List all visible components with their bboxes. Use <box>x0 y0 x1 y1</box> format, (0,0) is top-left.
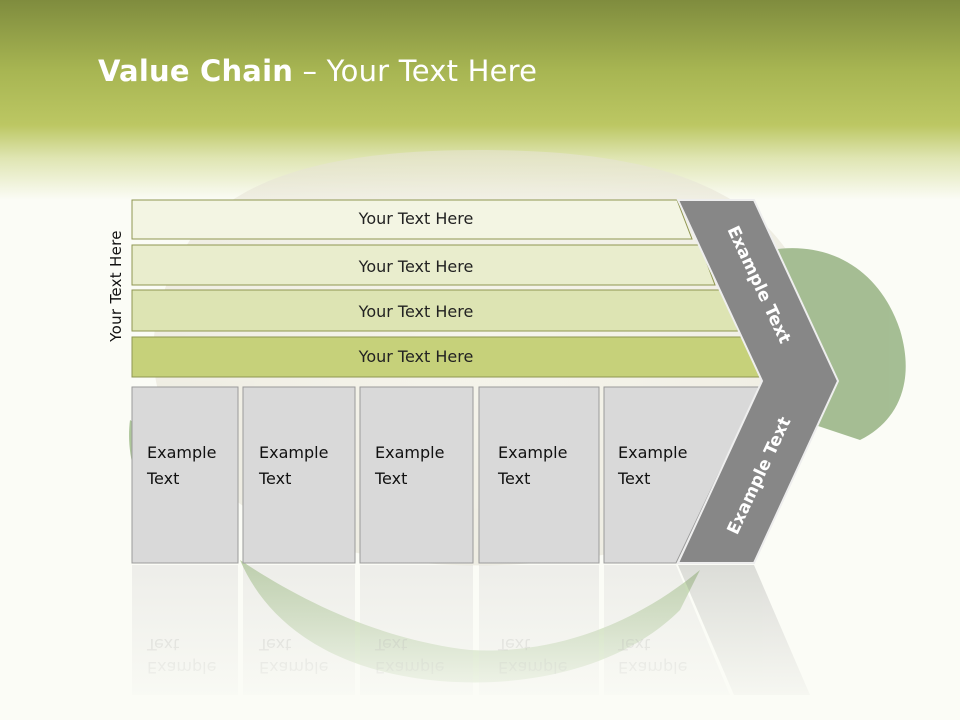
primary-box-line1: Example <box>498 443 567 462</box>
support-row-label: Your Text Here <box>358 347 474 366</box>
primary-box-shape <box>359 386 474 564</box>
support-row-label: Your Text Here <box>358 302 474 321</box>
primary-box-line2: Text <box>374 469 407 488</box>
title-bold: Value Chain <box>98 54 294 88</box>
primary-box-line1: Example <box>618 443 687 462</box>
primary-box: Example Text <box>603 386 761 564</box>
support-row-shape <box>131 199 693 240</box>
reflection-fade <box>0 560 960 720</box>
primary-box-line2: Text <box>617 469 650 488</box>
primary-box-line1: Example <box>375 443 444 462</box>
primary-box-line2: Text <box>146 469 179 488</box>
primary-box: Example Text <box>478 386 600 564</box>
primary-box-line1: Example <box>147 443 216 462</box>
support-row: Your Text Here <box>131 199 693 240</box>
support-row: Your Text Here <box>131 289 739 332</box>
support-row: Your Text Here <box>131 336 764 378</box>
support-row-label: Your Text Here <box>358 209 474 228</box>
primary-box: Example Text <box>242 386 356 564</box>
primary-box-line2: Text <box>258 469 291 488</box>
primary-box: Example Text <box>359 386 474 564</box>
primary-box-line1: Example <box>259 443 328 462</box>
support-row-shape <box>131 244 716 286</box>
support-row-label: Your Text Here <box>358 257 474 276</box>
primary-box-shape <box>478 386 600 564</box>
slide-title: Value Chain – Your Text Here <box>98 54 537 88</box>
primary-box-line2: Text <box>497 469 530 488</box>
support-row: Your Text Here <box>131 244 716 286</box>
primary-box: Example Text <box>131 386 239 564</box>
title-rest: – Your Text Here <box>293 54 538 88</box>
primary-box-shape <box>242 386 356 564</box>
primary-box-shape <box>131 386 239 564</box>
